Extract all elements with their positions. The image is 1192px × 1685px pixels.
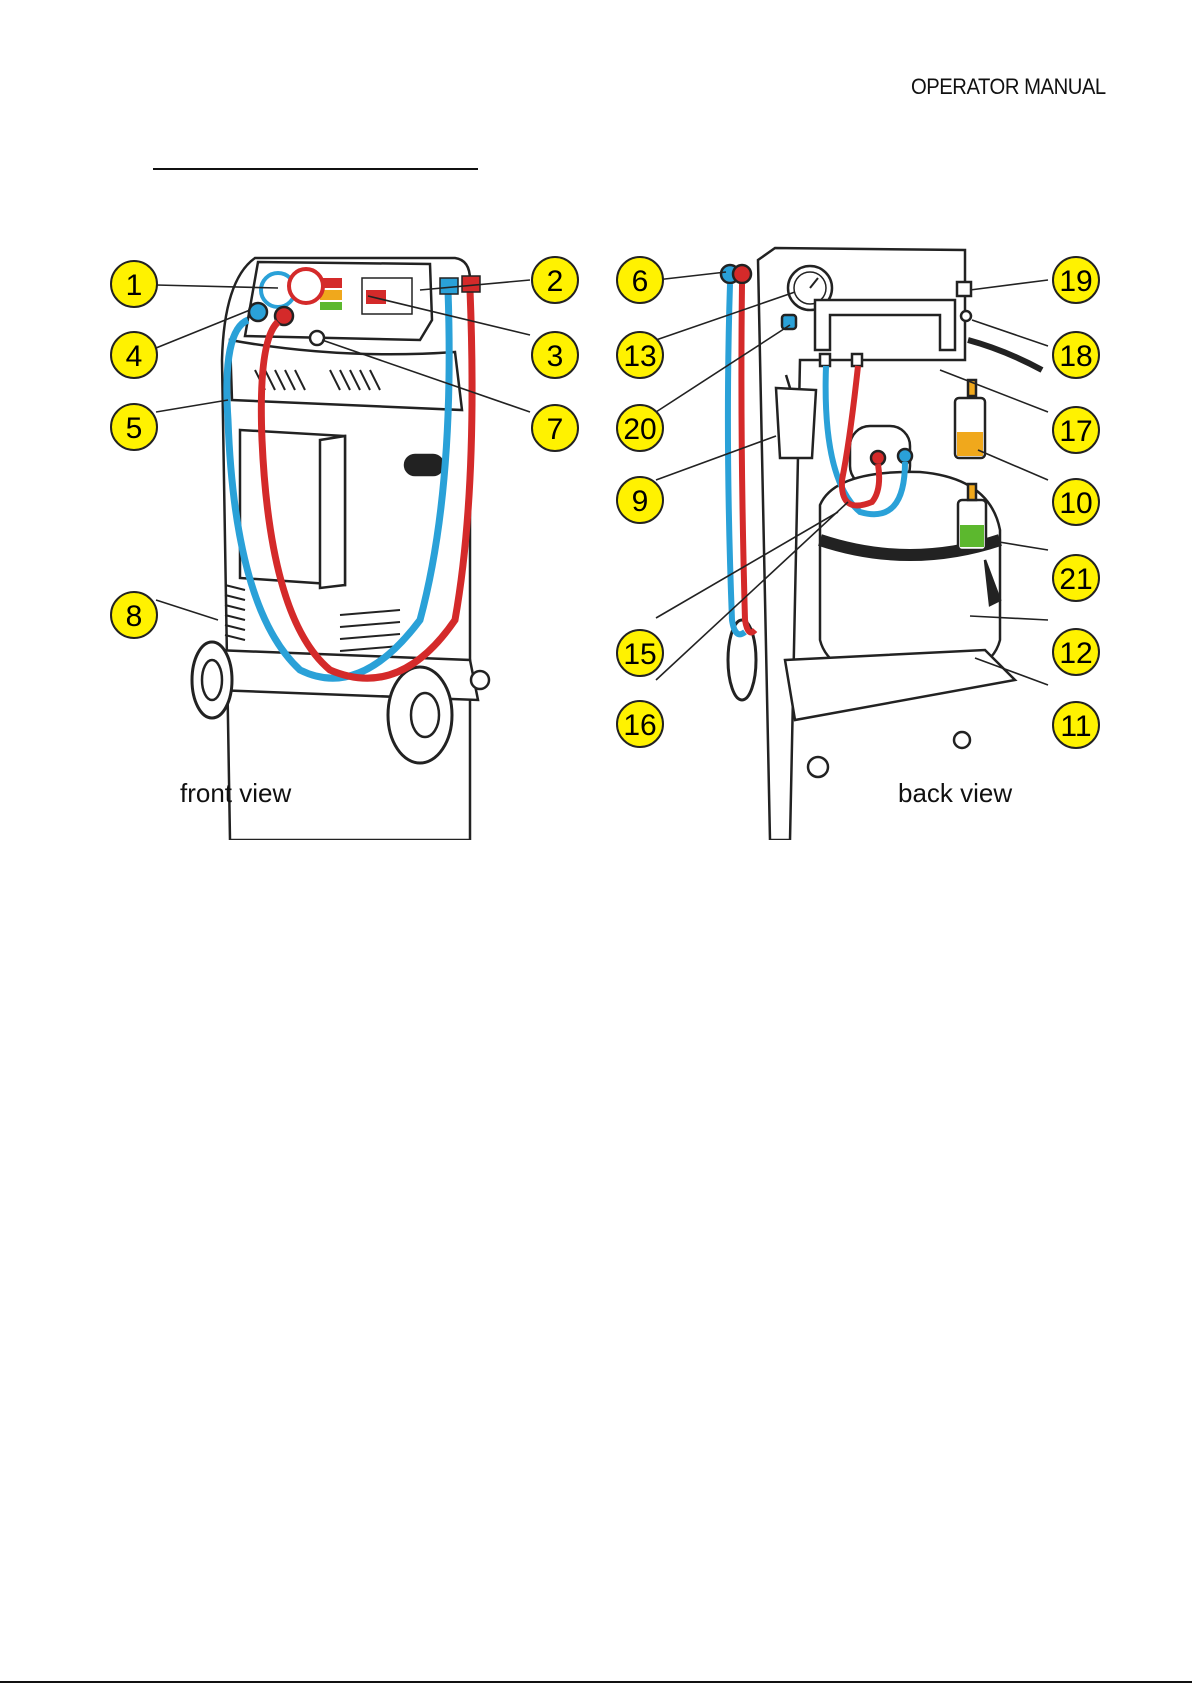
callout-16: 16 <box>617 701 663 747</box>
callout-6: 6 <box>617 257 663 303</box>
callout-13: 13 <box>617 332 663 378</box>
svg-text:2: 2 <box>547 265 564 298</box>
callout-20: 20 <box>617 405 663 451</box>
callout-2: 2 <box>532 257 578 303</box>
callout-3: 3 <box>532 332 578 378</box>
svg-text:6: 6 <box>632 265 649 298</box>
front-view-label: front view <box>180 778 291 809</box>
back-view-label: back view <box>898 778 1012 809</box>
callout-9: 9 <box>617 477 663 523</box>
back-view-machine <box>721 248 1042 840</box>
svg-text:16: 16 <box>623 709 656 742</box>
callout-4: 4 <box>111 332 157 378</box>
svg-text:11: 11 <box>1060 710 1091 743</box>
svg-text:10: 10 <box>1059 487 1092 520</box>
callout-17: 17 <box>1053 407 1099 453</box>
section-heading-underline <box>153 168 478 170</box>
callout-5: 5 <box>111 404 157 450</box>
back-red-hose <box>741 284 755 632</box>
svg-text:21: 21 <box>1059 563 1092 596</box>
callout-12: 12 <box>1053 629 1099 675</box>
svg-text:5: 5 <box>126 412 143 445</box>
svg-text:17: 17 <box>1059 415 1092 448</box>
svg-text:7: 7 <box>547 413 564 446</box>
svg-text:20: 20 <box>623 413 656 446</box>
svg-text:12: 12 <box>1059 637 1092 670</box>
svg-text:13: 13 <box>623 340 656 373</box>
callout-15: 15 <box>617 630 663 676</box>
callout-8: 8 <box>111 592 157 638</box>
callout-7: 7 <box>532 405 578 451</box>
front-view-machine <box>192 258 489 840</box>
callout-1: 1 <box>111 261 157 307</box>
svg-text:15: 15 <box>623 638 656 671</box>
callout-10: 10 <box>1053 479 1099 525</box>
svg-text:1: 1 <box>126 269 143 302</box>
callout-11: 11 <box>1053 702 1099 748</box>
svg-text:3: 3 <box>547 340 564 373</box>
svg-text:8: 8 <box>126 600 143 633</box>
callout-19: 19 <box>1053 257 1099 303</box>
equipment-figure: 1 2 3 4 5 6 7 8 9 10 11 12 <box>0 240 1192 840</box>
callout-18: 18 <box>1053 332 1099 378</box>
svg-text:4: 4 <box>126 340 143 373</box>
header-title: OPERATOR MANUAL <box>911 74 1106 100</box>
svg-text:19: 19 <box>1059 265 1092 298</box>
svg-text:9: 9 <box>632 485 649 518</box>
svg-text:18: 18 <box>1059 340 1092 373</box>
page-bottom-border <box>0 1681 1192 1683</box>
callout-21: 21 <box>1053 555 1099 601</box>
